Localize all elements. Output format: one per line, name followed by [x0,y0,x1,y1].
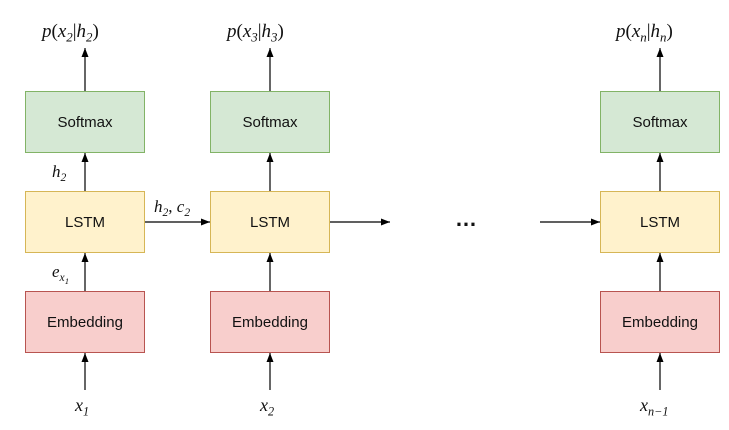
output-prob-label-2: p(x3|h3) [227,21,284,45]
embedding-label-1: Embedding [47,313,123,331]
lstm-box-2: LSTM [210,191,330,253]
lstm-box-1: LSTM [25,191,145,253]
softmax-label-1: Softmax [57,113,113,131]
embedding-label-3: Embedding [622,313,698,331]
softmax-box-1: Softmax [25,91,145,153]
output-prob-label-3: p(xn|hn) [616,21,673,45]
softmax-label-2: Softmax [242,113,298,131]
lstm-label-3: LSTM [639,213,680,231]
embedding-box-1: Embedding [25,291,145,353]
embedding-vector-label: ex1 [52,262,70,287]
output-prob-label-1: p(x2|h2) [42,21,99,45]
input-label-2: x2 [260,395,275,419]
embedding-box-3: Embedding [600,291,720,353]
softmax-box-2: Softmax [210,91,330,153]
softmax-box-3: Softmax [600,91,720,153]
embedding-label-2: Embedding [232,313,308,331]
lstm-box-3: LSTM [600,191,720,253]
hidden-state-label: h2 [52,162,67,185]
lstm-label-2: LSTM [249,213,290,231]
recurrent-state-label: h2, c2 [154,197,191,220]
embedding-box-2: Embedding [210,291,330,353]
ellipsis: … [455,206,478,231]
input-label-1: x1 [75,395,90,419]
input-label-3: xn−1 [640,395,669,419]
softmax-label-3: Softmax [632,113,688,131]
lstm-label-1: LSTM [64,213,105,231]
